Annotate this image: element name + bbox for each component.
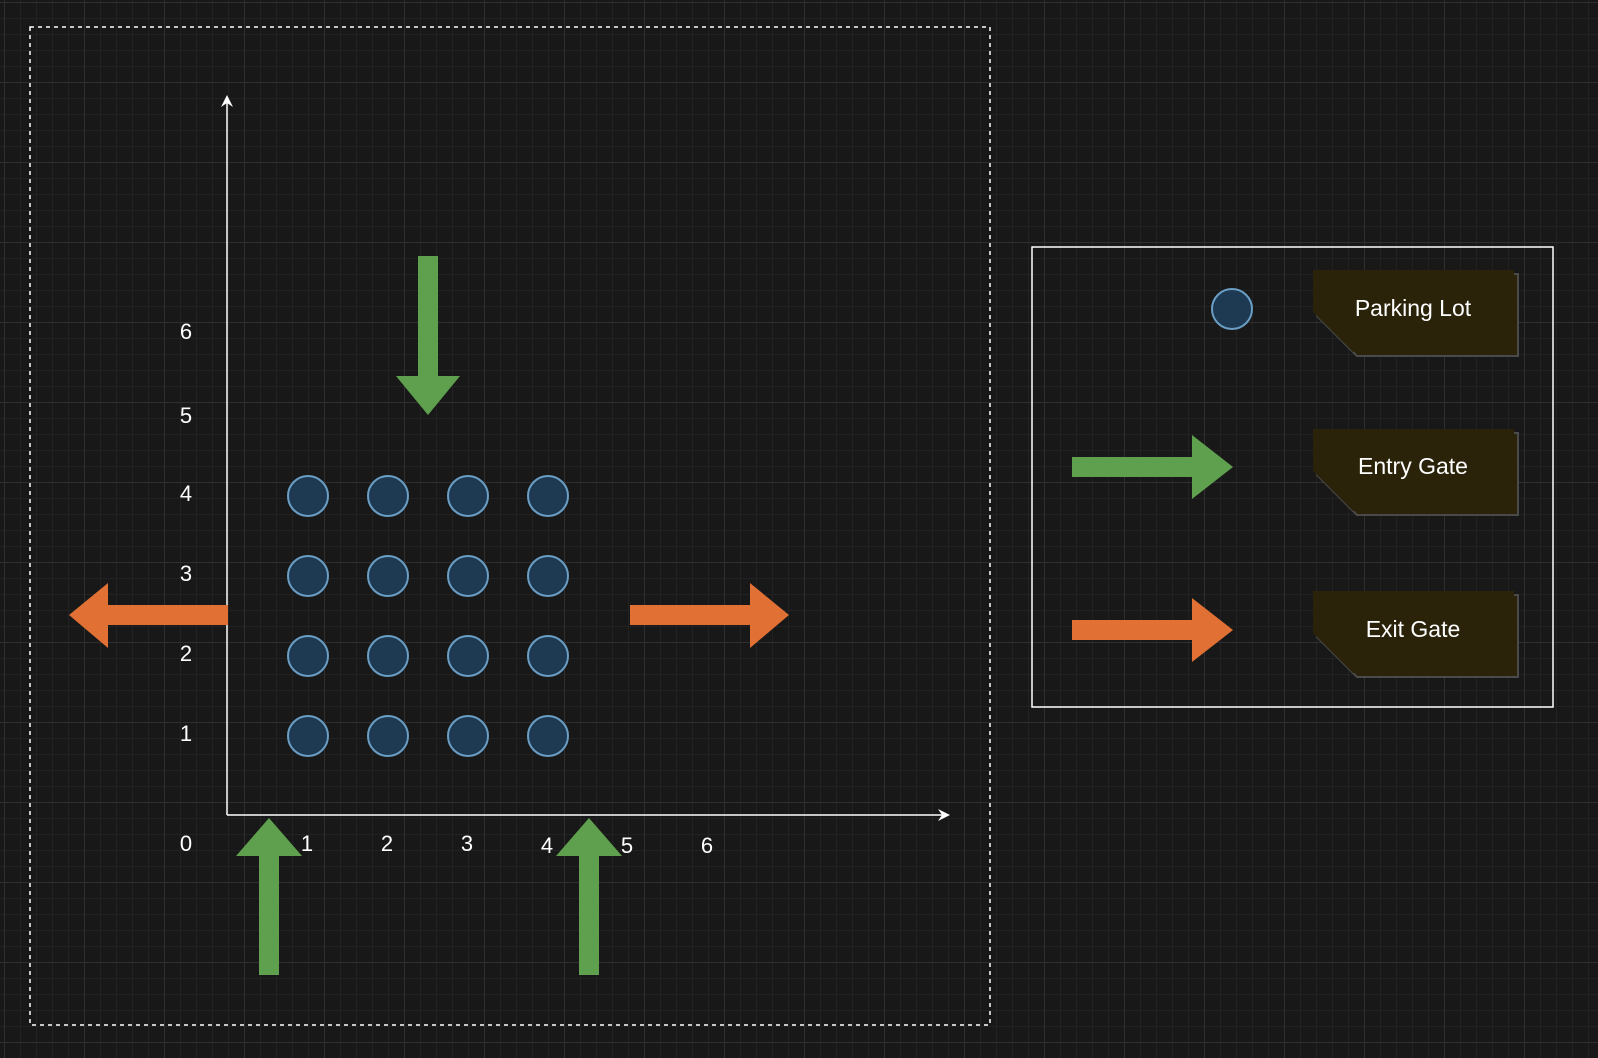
parking-lot-circle: [367, 715, 409, 757]
parking-lot-circle: [287, 555, 329, 597]
circle-icon: [1211, 288, 1253, 330]
parking-lot-circle: [367, 475, 409, 517]
y-tick-label: 1: [180, 721, 192, 746]
entry-gate-arrow-top: [396, 256, 460, 415]
y-tick-label: 3: [180, 561, 192, 586]
parking-lot-circle: [527, 635, 569, 677]
y-tick-label: 6: [180, 319, 192, 344]
x-tick-label: 3: [461, 831, 473, 856]
y-tick-label: 4: [180, 481, 192, 506]
parking-lot-circle: [287, 635, 329, 677]
legend-note-exit-gate: Exit Gate: [1313, 591, 1519, 678]
x-tick-label: 4: [541, 833, 553, 858]
y-tick-label: 0: [180, 831, 192, 856]
parking-lot-circle: [527, 555, 569, 597]
parking-lot-circle: [367, 635, 409, 677]
legend-border: [1031, 246, 1554, 708]
exit-gate-arrow-left: [69, 583, 228, 648]
parking-lot-circle: [527, 475, 569, 517]
parking-lot-circle: [447, 555, 489, 597]
parking-lot-grid: [287, 475, 569, 757]
green-arrow-icon: [1072, 435, 1233, 499]
orange-arrow-icon: [1072, 598, 1233, 662]
entry-gate-arrow-bottom-left: [236, 818, 302, 975]
exit-gate-arrow-right: [630, 583, 789, 648]
parking-lot-circle: [447, 635, 489, 677]
parking-lot-circle: [527, 715, 569, 757]
entry-gate-arrow-bottom-right: [556, 818, 622, 975]
x-tick-label: 5: [621, 833, 633, 858]
legend-note-entry-gate: Entry Gate: [1313, 429, 1519, 516]
diagram-container-border: [29, 26, 991, 1026]
parking-lot-circle: [367, 555, 409, 597]
legend: Parking Lot Entry Gate Exit Gate: [1031, 246, 1554, 708]
legend-label: Parking Lot: [1355, 295, 1472, 321]
x-tick-label: 2: [381, 831, 393, 856]
legend-label: Entry Gate: [1358, 453, 1468, 479]
parking-lot-circle: [447, 475, 489, 517]
y-tick-label: 5: [180, 403, 192, 428]
parking-lot-circle: [287, 715, 329, 757]
y-tick-label: 2: [180, 641, 192, 666]
parking-lot-circle: [287, 475, 329, 517]
x-tick-label: 6: [701, 833, 713, 858]
legend-label: Exit Gate: [1366, 616, 1461, 642]
parking-lot-circle: [447, 715, 489, 757]
x-tick-label: 1: [301, 831, 313, 856]
legend-note-parking-lot: Parking Lot: [1313, 270, 1519, 357]
